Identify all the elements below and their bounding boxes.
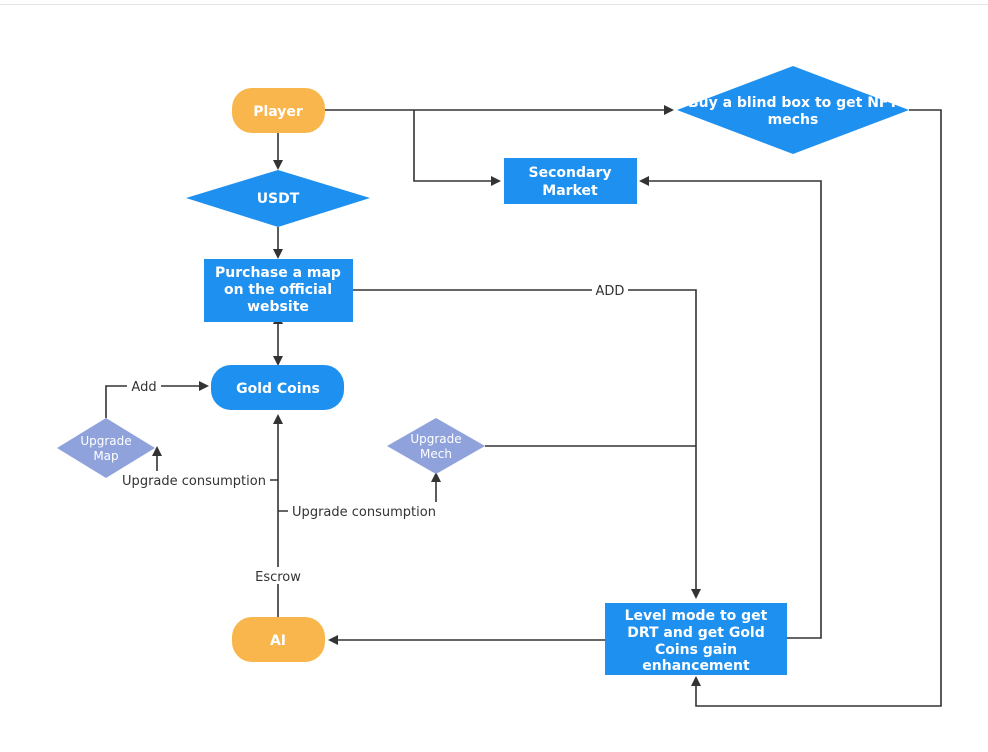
svg-text:Upgrade: Upgrade	[80, 434, 131, 448]
node-secondary-market: Secondary Market	[504, 158, 637, 204]
edge-label-upgrade-consumption-map: Upgrade consumption	[118, 471, 270, 489]
svg-text:Add: Add	[131, 380, 156, 395]
svg-text:Purchase a map: Purchase a map	[215, 265, 341, 281]
edge-player-to-secondary	[413, 110, 501, 186]
edge-label-add-level: ADD	[592, 281, 628, 299]
svg-text:Mech: Mech	[420, 447, 452, 461]
svg-text:AI: AI	[270, 633, 286, 649]
top-divider	[0, 0, 988, 5]
svg-text:Player: Player	[253, 104, 303, 120]
svg-text:Coins gain: Coins gain	[655, 642, 737, 658]
svg-text:Escrow: Escrow	[255, 570, 301, 585]
edge-level-to-secondary	[639, 176, 822, 639]
node-usdt: USDT	[186, 170, 370, 227]
node-blind-box: Buy a blind box to get NFT mechs	[677, 66, 909, 154]
node-player: Player	[232, 88, 325, 133]
svg-text:Map: Map	[93, 449, 118, 463]
node-upgrade-mech: Upgrade Mech	[387, 418, 485, 474]
svg-text:Upgrade: Upgrade	[410, 432, 461, 446]
svg-text:DRT and get Gold: DRT and get Gold	[627, 625, 765, 641]
svg-text:Gold Coins: Gold Coins	[236, 381, 320, 397]
node-level-mode: Level mode to get DRT and get Gold Coins…	[605, 603, 787, 675]
svg-text:Upgrade consumption: Upgrade consumption	[292, 505, 436, 520]
edge-upgrademap-to-gold-add	[105, 381, 209, 418]
edge-blindbox-to-level	[691, 109, 942, 707]
node-upgrade-map: Upgrade Map	[57, 418, 155, 478]
svg-text:enhancement: enhancement	[642, 658, 750, 674]
node-ai: AI	[232, 617, 325, 662]
node-purchase-map: Purchase a map on the official website	[204, 259, 353, 322]
edge-label-add-map: Add	[127, 377, 161, 395]
svg-text:Upgrade consumption: Upgrade consumption	[122, 474, 266, 489]
svg-text:ADD: ADD	[596, 284, 625, 299]
svg-text:Market: Market	[542, 183, 598, 199]
edge-purchase-to-level-add	[353, 289, 701, 599]
svg-text:on the official: on the official	[224, 282, 332, 298]
svg-text:website: website	[247, 299, 309, 315]
node-gold-coins: Gold Coins	[211, 365, 344, 410]
svg-text:USDT: USDT	[257, 191, 300, 207]
svg-text:Level mode to get: Level mode to get	[625, 608, 768, 624]
svg-text:mechs: mechs	[768, 112, 819, 128]
edge-label-upgrade-consumption-mech: Upgrade consumption	[288, 502, 440, 520]
edge-label-escrow: Escrow	[252, 567, 304, 585]
svg-text:Secondary: Secondary	[529, 165, 612, 181]
svg-text:Buy a blind box to get NFT: Buy a blind box to get NFT	[688, 95, 899, 111]
